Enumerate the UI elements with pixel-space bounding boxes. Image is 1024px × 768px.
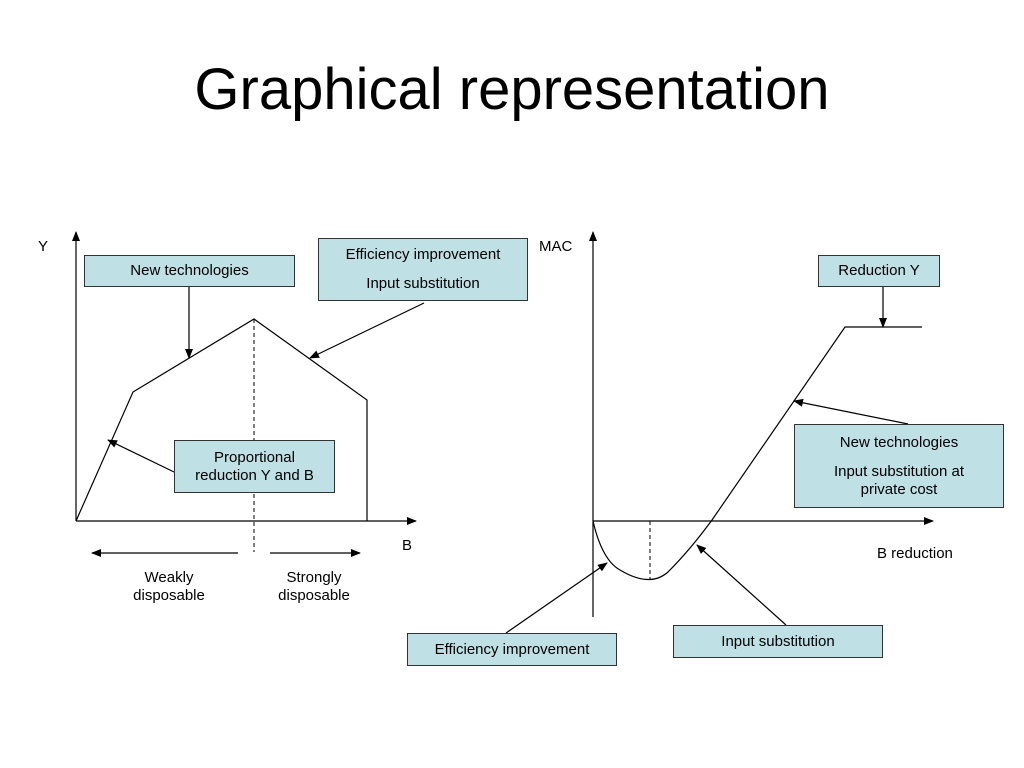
box-efficiency-right: Efficiency improvement [407, 633, 617, 666]
left-y-axis-label: Y [38, 238, 49, 255]
box-newtech-right-line2: Input substitution at [833, 462, 965, 480]
left-x-axis-label: B [402, 537, 413, 554]
arrow-efficiency-right [505, 562, 608, 634]
label-weakly-disposable: Weakly disposable [119, 569, 219, 605]
right-y-axis-label: MAC [539, 238, 573, 255]
box-efficiency-left: Efficiency improvement Input substitutio… [318, 238, 528, 301]
box-proportional-line1: Proportional [214, 448, 295, 466]
label-weakly-line2: disposable [133, 587, 205, 604]
box-new-technologies-left: New technologies [84, 255, 295, 287]
box-proportional-reduction: Proportional reduction Y and B [174, 440, 335, 493]
label-strongly-line2: disposable [278, 587, 350, 604]
page-title: Graphical representation [194, 57, 830, 122]
box-input-substitution-text: Input substitution [721, 632, 835, 650]
box-newtech-right-line3: private cost [860, 480, 938, 498]
arrow-proportional [107, 439, 175, 473]
right-x-axis-label: B reduction [877, 545, 953, 562]
arrow-input-substitution [696, 544, 787, 626]
arrow-new-tech-right [793, 398, 909, 425]
box-input-substitution: Input substitution [673, 625, 883, 658]
box-reduction-y-text: Reduction Y [838, 262, 920, 279]
box-new-technologies-left-text: New technologies [130, 262, 249, 279]
box-efficiency-left-line1: Efficiency improvement [345, 246, 501, 263]
box-reduction-y: Reduction Y [818, 255, 940, 287]
box-newtech-right-line1: New technologies [839, 433, 959, 451]
right-mac-curve [592, 326, 922, 581]
box-proportional-line2: reduction Y and B [195, 466, 314, 484]
box-efficiency-left-line2: Input substitution [366, 275, 480, 292]
label-strongly-disposable: Strongly disposable [264, 569, 364, 605]
label-strongly-line1: Strongly [286, 569, 342, 586]
label-weakly-line1: Weakly [144, 569, 194, 586]
arrow-efficiency-left [309, 302, 425, 359]
box-new-technologies-right: New technologies Input substitution at p… [794, 424, 1004, 508]
box-efficiency-right-text: Efficiency improvement [434, 640, 590, 658]
